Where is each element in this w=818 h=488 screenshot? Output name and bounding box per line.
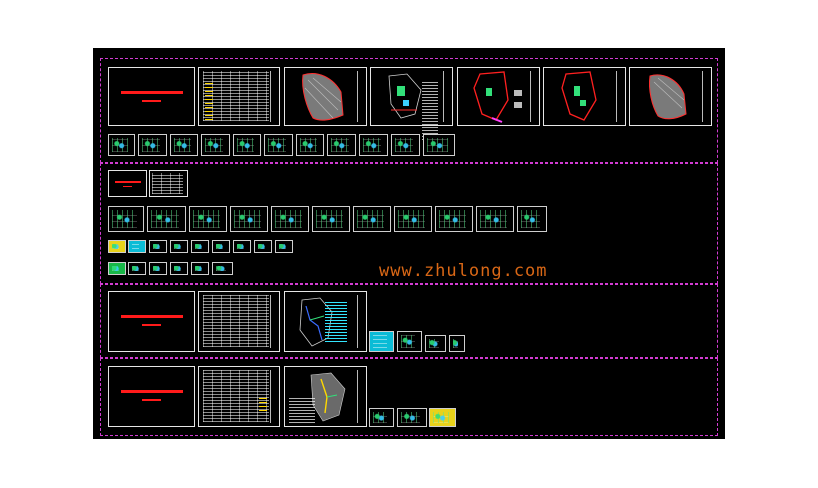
detail-sheet[interactable] (264, 134, 293, 156)
cover-sheet-3[interactable] (108, 291, 195, 352)
detail-sheet[interactable] (149, 262, 167, 275)
title-block (270, 295, 277, 348)
cover-subtitle-bar (142, 399, 161, 401)
detail-sheet[interactable] (353, 206, 391, 232)
title-block (443, 71, 450, 122)
section-frame-4 (100, 358, 718, 436)
site-plan-outline (302, 73, 344, 121)
detail-sheet[interactable] (230, 206, 268, 232)
detail-sheet[interactable] (128, 262, 146, 275)
detail-sheet[interactable] (394, 206, 432, 232)
design-notes (422, 80, 438, 140)
design-notes (289, 397, 315, 423)
title-block (357, 71, 364, 122)
cover-title-bar (121, 91, 183, 94)
detail-sheet[interactable] (212, 262, 233, 275)
detail-sheet[interactable] (170, 262, 188, 275)
boundary-drawing (473, 71, 522, 123)
detail-sheet[interactable] (397, 408, 427, 427)
detail-sheet[interactable] (425, 335, 446, 352)
highlight-rows (259, 397, 267, 411)
pipeline-plan-sheet-1[interactable] (284, 291, 367, 352)
drawing-list-table (203, 295, 269, 347)
section-frame-1 (100, 58, 718, 163)
drawing-list-table (203, 370, 269, 422)
detail-sheet[interactable] (233, 134, 261, 156)
site-plan-sheet-5[interactable] (629, 67, 712, 126)
detail-sheet[interactable] (429, 408, 456, 427)
detail-sheet[interactable] (108, 262, 126, 275)
cover-sheet-2[interactable] (108, 170, 147, 197)
title-block (357, 370, 364, 423)
detail-sheet[interactable] (369, 408, 394, 427)
detail-sheet[interactable] (369, 331, 394, 352)
detail-sheet[interactable] (233, 240, 251, 253)
detail-sheet[interactable] (191, 262, 209, 275)
cover-sheet-4[interactable] (108, 366, 195, 427)
detail-sheet[interactable] (327, 134, 356, 156)
detail-sheet[interactable] (201, 134, 230, 156)
cad-drawing-canvas[interactable]: www.zhulong.com (93, 48, 725, 439)
detail-sheet[interactable] (170, 134, 198, 156)
detail-sheet[interactable] (108, 206, 144, 232)
watermark: www.zhulong.com (379, 261, 548, 281)
site-layout-drawing (388, 73, 422, 119)
detail-sheet[interactable] (271, 206, 309, 232)
site-plan-sheet-4[interactable] (543, 67, 626, 126)
detail-sheet[interactable] (517, 206, 547, 232)
cover-title-bar (115, 181, 141, 183)
detail-sheet[interactable] (359, 134, 388, 156)
detail-sheet[interactable] (138, 134, 167, 156)
cover-subtitle-bar (123, 186, 132, 187)
detail-sheet[interactable] (147, 206, 186, 232)
drawing-list-sheet-1[interactable] (198, 67, 280, 126)
cover-title-bar (121, 315, 183, 318)
detail-sheet[interactable] (312, 206, 350, 232)
detail-sheet[interactable] (108, 240, 126, 253)
detail-sheet[interactable] (191, 240, 209, 253)
cover-subtitle-bar (142, 100, 161, 102)
pipeline-plan-sheet-2[interactable] (284, 366, 367, 427)
detail-sheet[interactable] (449, 335, 465, 352)
title-block (530, 71, 537, 122)
highlight-rows (205, 80, 213, 120)
detail-sheet[interactable] (397, 331, 422, 352)
boundary-drawing (561, 71, 597, 121)
site-plan-outline (649, 74, 687, 120)
drawing-list-sheet-2[interactable] (149, 170, 188, 197)
site-plan-sheet-3[interactable] (457, 67, 540, 126)
detail-sheet[interactable] (212, 240, 230, 253)
detail-sheet[interactable] (108, 134, 135, 156)
detail-sheet[interactable] (275, 240, 293, 253)
detail-sheet[interactable] (128, 240, 146, 253)
drawing-list-sheet-3[interactable] (198, 291, 280, 352)
title-block (616, 71, 623, 122)
detail-sheet[interactable] (423, 134, 455, 156)
detail-sheet[interactable] (476, 206, 514, 232)
detail-sheet[interactable] (391, 134, 420, 156)
detail-sheet[interactable] (296, 134, 324, 156)
detail-sheet[interactable] (254, 240, 272, 253)
cover-subtitle-bar (142, 324, 161, 326)
title-block (270, 71, 277, 122)
detail-sheet[interactable] (189, 206, 227, 232)
title-block (702, 71, 709, 122)
detail-sheet[interactable] (435, 206, 473, 232)
title-block (357, 295, 364, 348)
detail-sheet[interactable] (170, 240, 188, 253)
cover-title-bar (121, 390, 183, 393)
section-frame-3 (100, 284, 718, 358)
legend-notes (325, 302, 347, 342)
drawing-list-table (152, 173, 183, 194)
title-block (270, 370, 277, 423)
site-plan-sheet-1[interactable] (284, 67, 367, 126)
cover-sheet-1[interactable] (108, 67, 195, 126)
detail-sheet[interactable] (149, 240, 167, 253)
drawing-list-table (203, 71, 269, 121)
drawing-list-sheet-4[interactable] (198, 366, 280, 427)
site-plan-sheet-2[interactable] (370, 67, 453, 140)
section-frame-2 (100, 163, 718, 284)
